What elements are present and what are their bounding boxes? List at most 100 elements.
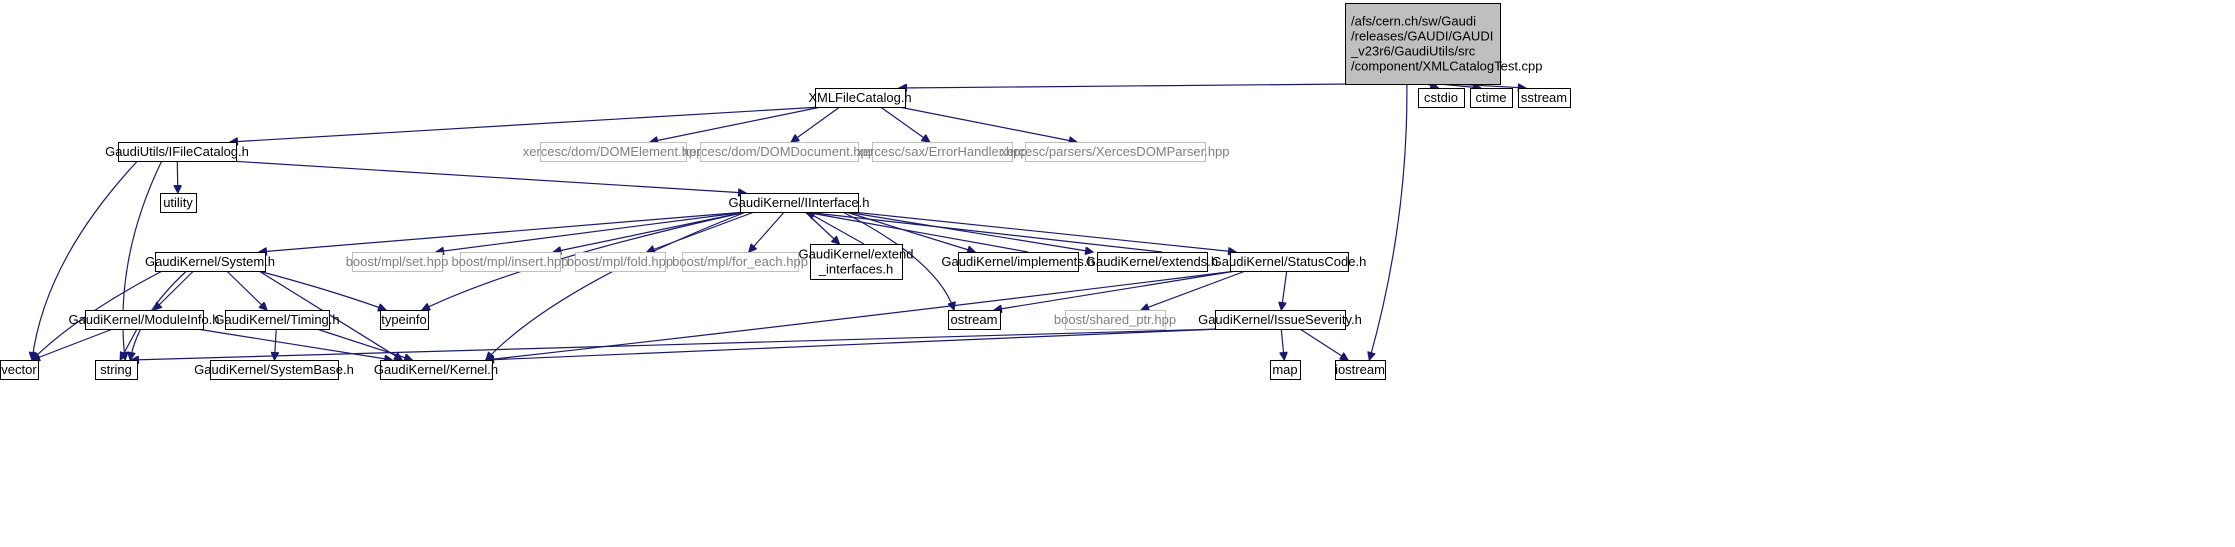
node-string[interactable]: string <box>95 360 138 380</box>
edge-iinterface-to-mplinsert <box>553 211 747 252</box>
node-sstream[interactable]: sstream <box>1518 88 1571 108</box>
node-ifilecatalog[interactable]: GaudiUtils/IFileCatalog.h <box>105 142 249 162</box>
node-box-sharedptr <box>1065 310 1166 330</box>
nodes-layer: /afs/cern.ch/sw/Gaudi/releases/GAUDI/GAU… <box>0 3 1571 380</box>
node-box-cstdio <box>1418 88 1465 108</box>
node-box-map <box>1270 360 1301 380</box>
node-ostream[interactable]: ostream <box>948 310 1001 330</box>
node-typeinfo[interactable]: typeinfo <box>380 310 429 330</box>
edge-iinterface-to-extends <box>845 211 1093 252</box>
node-label-mplforeach: boost/mpl/for_each.hpp <box>672 254 808 269</box>
node-label-root-line-4: /component/XMLCatalogTest.cpp <box>1351 59 1543 74</box>
node-xercesdomparser: xercesc/parsers/XercesDOMParser.hpp <box>1000 142 1230 162</box>
node-label-vector: vector <box>1 362 37 377</box>
node-root[interactable]: /afs/cern.ch/sw/Gaudi/releases/GAUDI/GAU… <box>1345 3 1543 85</box>
node-map[interactable]: map <box>1270 360 1301 380</box>
node-box-iostream <box>1335 360 1386 380</box>
node-label-domdocument: xercesc/dom/DOMDocument.hpp <box>683 144 875 159</box>
node-label-root-line-1: /afs/cern.ch/sw/Gaudi <box>1351 14 1476 29</box>
node-kernel[interactable]: GaudiKernel/Kernel.h <box>374 360 498 380</box>
node-box-mplinsert <box>460 252 561 272</box>
edge-ifilecatalog-to-vector <box>32 160 138 360</box>
edge-moduleinfo-to-kernel <box>196 328 392 360</box>
node-errorhandler: xercesc/sax/ErrorHandler.hpp <box>856 142 1028 162</box>
node-label-map: map <box>1272 362 1297 377</box>
edge-iinterface-to-system <box>259 211 747 252</box>
node-box-errorhandler <box>872 142 1013 162</box>
node-iostream[interactable]: iostream <box>1335 360 1386 380</box>
node-box-iinterface <box>740 193 859 213</box>
node-box-mplfold <box>575 252 666 272</box>
node-label-statuscode: GaudiKernel/StatusCode.h <box>1212 254 1367 269</box>
node-systembase[interactable]: GaudiKernel/SystemBase.h <box>194 360 354 380</box>
node-label-system: GaudiKernel/System.h <box>145 254 275 269</box>
node-label-systembase: GaudiKernel/SystemBase.h <box>194 362 354 377</box>
node-label-utility: utility <box>163 195 193 210</box>
node-system[interactable]: GaudiKernel/System.h <box>145 252 275 272</box>
node-box-mplforeach <box>682 252 799 272</box>
node-label-kernel: GaudiKernel/Kernel.h <box>374 362 498 377</box>
node-timing[interactable]: GaudiKernel/Timing.h <box>214 310 340 330</box>
node-mplinsert: boost/mpl/insert.hpp <box>451 252 569 272</box>
node-label-string: string <box>100 362 132 377</box>
node-label-extendinterfaces-line-2: _interfaces.h <box>818 262 893 277</box>
node-extendinterfaces[interactable]: GaudiKernel/extend_interfaces.h <box>799 244 914 280</box>
node-xmlfilecatalog[interactable]: XMLFileCatalog.h <box>808 88 912 108</box>
node-iinterface[interactable]: GaudiKernel/IInterface.h <box>729 193 870 213</box>
node-mplfold: boost/mpl/fold.hpp <box>567 252 673 272</box>
node-ctime[interactable]: ctime <box>1470 88 1513 108</box>
edge-timing-to-kernel <box>316 328 412 360</box>
edge-issueseverity-to-string <box>131 328 1222 360</box>
node-box-systembase <box>210 360 339 380</box>
edge-iinterface-to-kernel <box>486 211 747 360</box>
edge-iinterface-to-mplset <box>436 211 747 252</box>
edge-issueseverity-to-map <box>1281 328 1284 360</box>
edge-system-to-typeinfo <box>258 270 387 310</box>
edge-statuscode-to-issueseverity <box>1281 270 1288 310</box>
node-box-sstream <box>1518 88 1571 108</box>
edge-iinterface-to-ostream <box>842 211 954 310</box>
node-box-extendinterfaces <box>810 244 903 280</box>
node-label-cstdio: cstdio <box>1424 90 1458 105</box>
node-box-extends <box>1097 252 1208 272</box>
edge-ifilecatalog-to-utility <box>177 160 178 193</box>
edge-extends-to-iinterface <box>805 212 1163 253</box>
edge-system-to-kernel <box>258 270 402 360</box>
edge-implements-to-iinterface <box>805 212 1029 253</box>
node-label-sharedptr: boost/shared_ptr.hpp <box>1054 312 1176 327</box>
node-label-iostream: iostream <box>1335 362 1385 377</box>
edge-xmlfilecatalog-to-errorhandler <box>880 106 930 142</box>
node-box-xmlfilecatalog <box>815 88 906 108</box>
node-label-ctime: ctime <box>1475 90 1506 105</box>
edge-statuscode-to-sharedptr <box>1141 270 1246 310</box>
node-extends[interactable]: GaudiKernel/extends.h <box>1086 252 1218 272</box>
node-label-errorhandler: xercesc/sax/ErrorHandler.hpp <box>856 144 1027 159</box>
node-box-mplset <box>352 252 443 272</box>
node-implements[interactable]: GaudiKernel/implements.h <box>941 252 1095 272</box>
node-issueseverity[interactable]: GaudiKernel/IssueSeverity.h <box>1198 310 1362 330</box>
edge-iinterface-to-mplforeach <box>749 211 785 252</box>
node-box-vector <box>0 360 39 380</box>
node-box-ostream <box>948 310 1001 330</box>
node-label-xercesdomparser: xercesc/parsers/XercesDOMParser.hpp <box>1000 144 1229 159</box>
node-box-kernel <box>380 360 493 380</box>
node-box-xercesdomparser <box>1025 142 1206 162</box>
edge-extendinterfaces-to-iinterface <box>807 212 865 245</box>
node-box-timing <box>225 310 330 330</box>
edge-xmlfilecatalog-to-domdocument <box>791 106 841 142</box>
node-label-implements: GaudiKernel/implements.h <box>941 254 1094 269</box>
node-domelement: xercesc/dom/DOMElement.hpp <box>523 142 703 162</box>
node-cstdio[interactable]: cstdio <box>1418 88 1465 108</box>
node-statuscode[interactable]: GaudiKernel/StatusCode.h <box>1212 252 1367 272</box>
node-label-extends: GaudiKernel/extends.h <box>1086 254 1218 269</box>
node-label-root-line-3: _v23r6/GaudiUtils/src <box>1350 44 1476 59</box>
node-utility[interactable]: utility <box>160 193 197 213</box>
node-box-typeinfo <box>380 310 429 330</box>
node-box-domelement <box>540 142 687 162</box>
edge-moduleinfo-to-vector <box>32 328 113 360</box>
node-vector[interactable]: vector <box>0 360 39 380</box>
node-box-issueseverity <box>1215 310 1346 330</box>
node-moduleinfo[interactable]: GaudiKernel/ModuleInfo.h <box>68 310 220 330</box>
node-box-string <box>95 360 138 380</box>
